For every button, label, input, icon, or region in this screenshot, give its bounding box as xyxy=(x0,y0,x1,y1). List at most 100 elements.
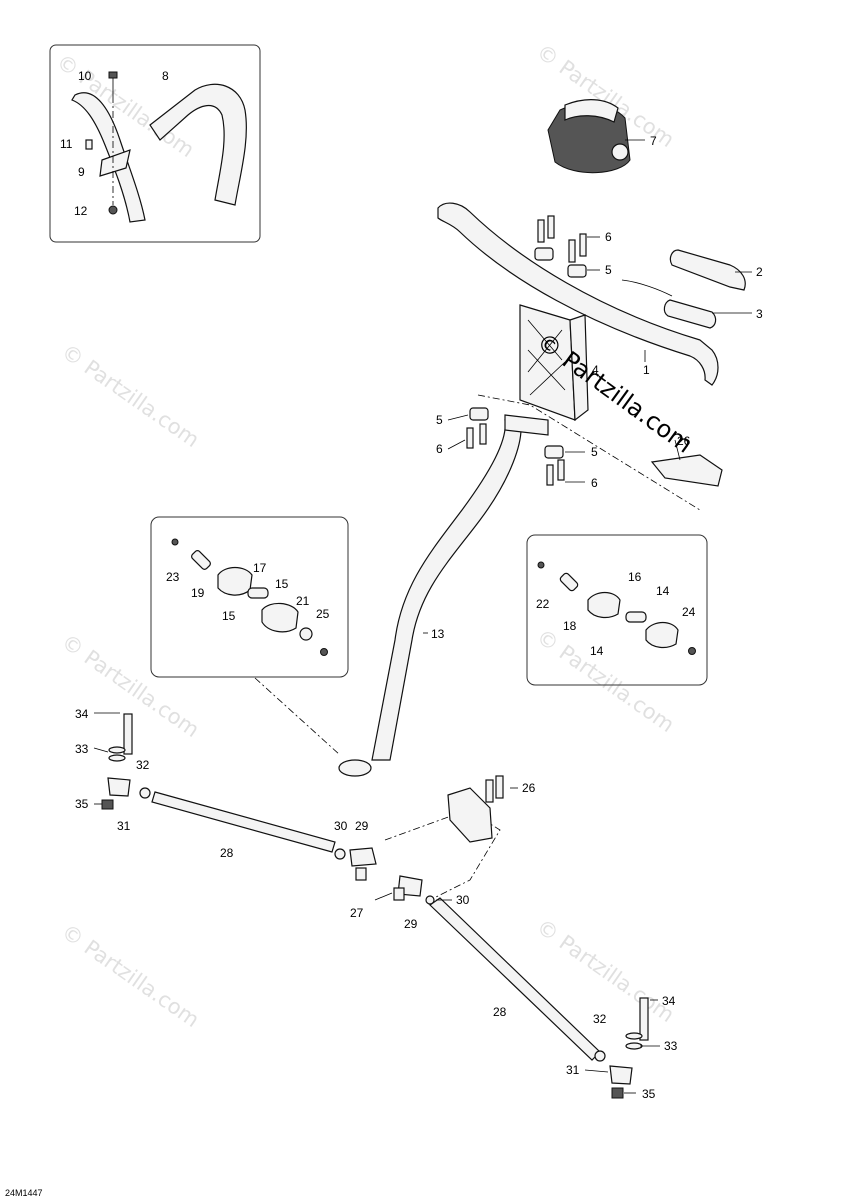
callout-29[interactable]: 29 xyxy=(404,917,418,931)
callout-34[interactable]: 34 xyxy=(662,994,676,1008)
callout-28[interactable]: 28 xyxy=(493,1005,507,1019)
cover-top xyxy=(564,99,619,123)
washer-33 xyxy=(108,754,126,762)
callout-23[interactable]: 23 xyxy=(166,570,180,584)
callout-35[interactable]: 35 xyxy=(642,1087,656,1101)
bolt-6 xyxy=(537,219,545,243)
callout-2[interactable]: 2 xyxy=(756,265,763,279)
callout-33[interactable]: 33 xyxy=(75,742,89,756)
callout-29[interactable]: 29 xyxy=(355,819,369,833)
callout-32[interactable]: 32 xyxy=(136,758,150,772)
cover-hole xyxy=(611,143,629,161)
callout-6[interactable]: 6 xyxy=(591,476,598,490)
spacer-27 xyxy=(355,867,367,881)
column-top-mount xyxy=(504,414,549,436)
bolt-6 xyxy=(547,215,555,239)
handlebar xyxy=(437,202,719,386)
washer-21 xyxy=(299,627,313,641)
inset-frame xyxy=(49,44,261,243)
callout-28[interactable]: 28 xyxy=(220,846,234,860)
callout-33[interactable]: 33 xyxy=(664,1039,678,1053)
callout-9[interactable]: 9 xyxy=(78,165,85,179)
callout-15[interactable]: 15 xyxy=(222,609,236,623)
inset-frame xyxy=(150,516,349,678)
inset-frame xyxy=(526,534,708,686)
bracket-26 xyxy=(447,787,493,843)
callout-3[interactable]: 3 xyxy=(756,307,763,321)
callout-30[interactable]: 30 xyxy=(456,893,470,907)
callout-24[interactable]: 24 xyxy=(682,605,696,619)
callout-21[interactable]: 21 xyxy=(296,594,310,608)
handlebar-tube xyxy=(437,202,719,386)
callout-14[interactable]: 14 xyxy=(656,584,670,598)
callout-10[interactable]: 10 xyxy=(78,69,92,83)
watermark-text: © Partzilla.com xyxy=(57,339,204,452)
clamp-5 xyxy=(544,445,564,459)
callout-13[interactable]: 13 xyxy=(431,627,445,641)
clamp-5 xyxy=(534,247,554,261)
clamp-5 xyxy=(469,407,489,421)
ball-joint-31 xyxy=(609,1065,633,1085)
inset-right-clamp-detail xyxy=(526,534,708,686)
callout-30[interactable]: 30 xyxy=(334,819,348,833)
bolt-6 xyxy=(557,459,565,481)
callout-8[interactable]: 8 xyxy=(162,69,169,83)
callout-34[interactable]: 34 xyxy=(75,707,89,721)
callout-5[interactable]: 5 xyxy=(436,413,443,427)
callout-6[interactable]: 6 xyxy=(436,442,443,456)
callout-35[interactable]: 35 xyxy=(75,797,89,811)
clamp-15 xyxy=(261,602,299,633)
bolt-22 xyxy=(537,561,545,569)
callout-7[interactable]: 7 xyxy=(650,134,657,148)
callout-1[interactable]: 1 xyxy=(643,363,650,377)
callout-leaders xyxy=(93,139,752,1094)
handlebar-pad xyxy=(149,83,247,206)
callout-11[interactable]: 11 xyxy=(60,137,73,151)
callout-22[interactable]: 22 xyxy=(536,597,550,611)
callout-14[interactable]: 14 xyxy=(590,644,604,658)
nut-30 xyxy=(425,895,435,905)
callout-31[interactable]: 31 xyxy=(117,819,131,833)
handlebar-section xyxy=(71,92,146,223)
callout-32[interactable]: 32 xyxy=(593,1012,607,1026)
clamp-14 xyxy=(645,621,679,649)
callout-4[interactable]: 4 xyxy=(592,363,599,377)
callout-5[interactable]: 5 xyxy=(605,263,612,277)
callout-17[interactable]: 17 xyxy=(253,561,267,575)
bolt-23 xyxy=(171,538,179,546)
callout-27[interactable]: 27 xyxy=(350,906,364,920)
callout-18[interactable]: 18 xyxy=(563,619,577,633)
callout-16[interactable]: 16 xyxy=(628,570,642,584)
rod-28 xyxy=(429,897,601,1061)
callout-25[interactable]: 25 xyxy=(316,607,330,621)
diagram-code: 24M1447 xyxy=(5,1188,43,1198)
callout-12[interactable]: 12 xyxy=(74,204,88,218)
rod-end-29 xyxy=(349,847,377,867)
clamp-9 xyxy=(99,149,131,177)
callout-15[interactable]: 15 xyxy=(275,577,289,591)
callout-31[interactable]: 31 xyxy=(566,1063,580,1077)
callout-26[interactable]: 26 xyxy=(522,781,536,795)
inset-handlebar-cover xyxy=(49,44,261,243)
bolt-26 xyxy=(495,775,504,799)
clamp-5 xyxy=(567,264,587,278)
bolt-6 xyxy=(546,464,554,486)
bolt-26 xyxy=(485,779,494,803)
callout-19[interactable]: 19 xyxy=(191,586,205,600)
bolt-34 xyxy=(123,713,133,755)
washer-33 xyxy=(625,1032,643,1040)
riser-block xyxy=(519,304,589,422)
callout-26[interactable]: 26 xyxy=(677,434,691,448)
callout-5[interactable]: 5 xyxy=(591,445,598,459)
watermark-text: © Partzilla.com xyxy=(57,919,204,1032)
insert-17 xyxy=(247,587,269,599)
lower-clamps xyxy=(466,407,723,487)
bolt-6 xyxy=(466,427,474,449)
callout-6[interactable]: 6 xyxy=(605,230,612,244)
nut-24 xyxy=(688,647,696,655)
ball-joint-31 xyxy=(107,777,131,797)
nut-32 xyxy=(139,787,151,799)
handlebar-cover xyxy=(547,99,631,174)
throttle-cable xyxy=(621,279,673,297)
